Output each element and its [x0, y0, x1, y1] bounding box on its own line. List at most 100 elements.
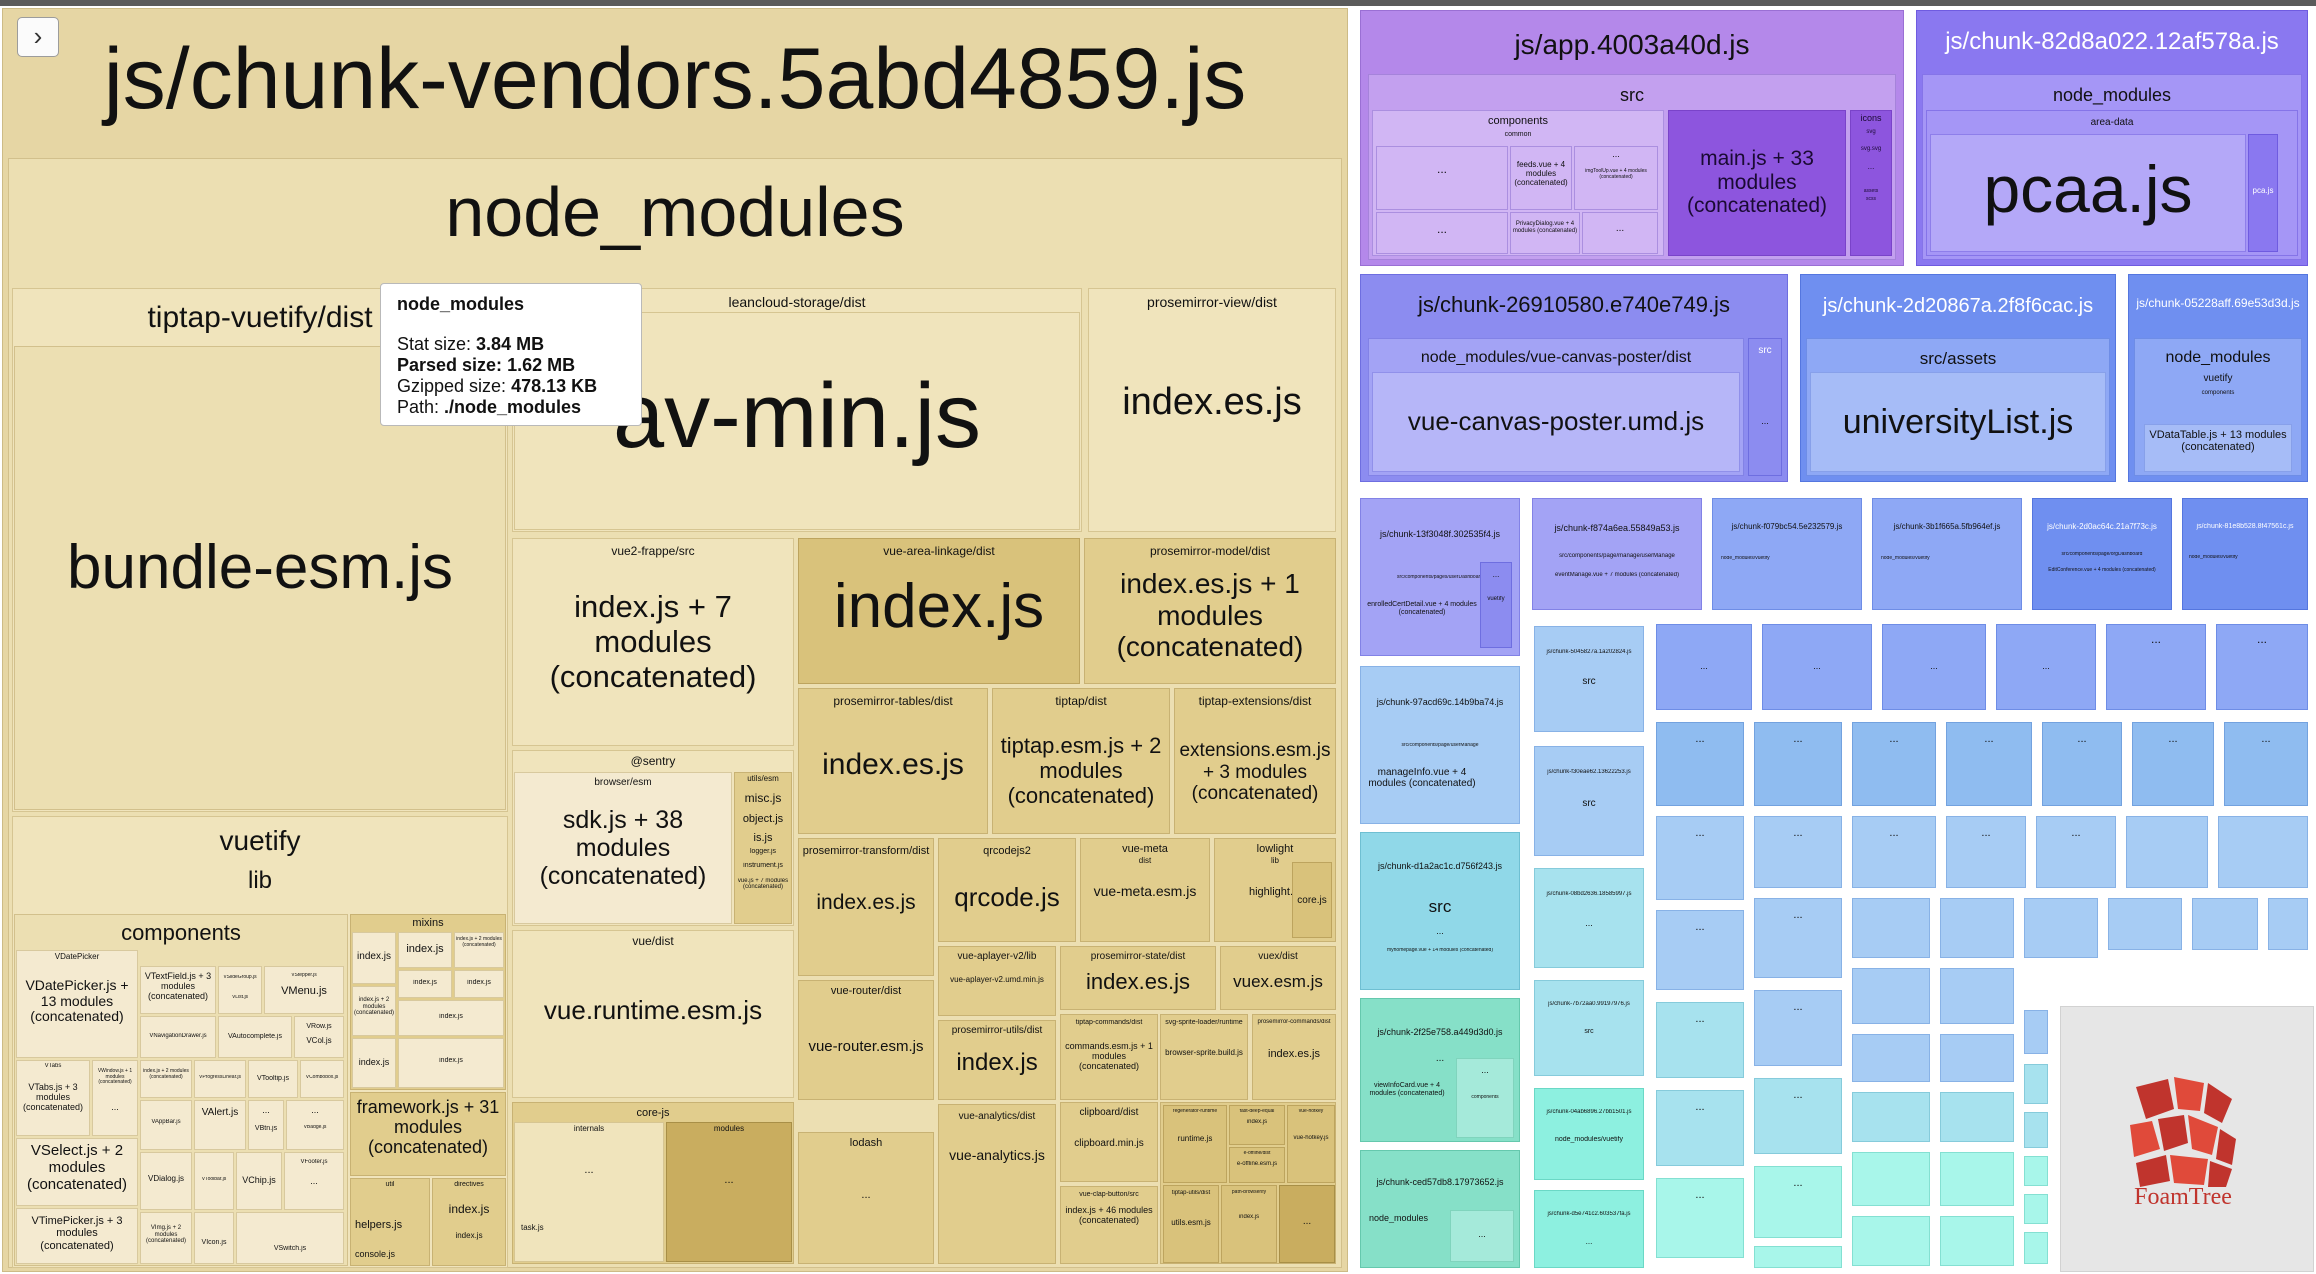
module-vtextfield[interactable]: VTextField.js + 3 modules (concatenated) — [140, 966, 216, 1014]
small-chunk-r7-3[interactable] — [1852, 1152, 1930, 1206]
chunk-ced57db8-inner[interactable]: ... — [1450, 1210, 1514, 1262]
group-icons[interactable]: icons svg svg.svg ... assets scss — [1850, 110, 1892, 256]
module-vwindow[interactable]: VWindow.js + 1 modules (concatenated)... — [92, 1060, 138, 1136]
module-vdatepicker[interactable]: VDatePicker VDatePicker.js + 13 modules … — [16, 950, 138, 1058]
module-vnavdrawer[interactable]: VNavigationDrawer.js — [140, 1016, 216, 1058]
group-utils-esm[interactable]: utils/esm misc.js object.js is.js logger… — [734, 772, 792, 924]
small-chunk-r3-4[interactable]: ... — [1946, 816, 2026, 888]
small-chunk-r3-2[interactable]: ... — [1754, 816, 1842, 888]
chunk-f079bc54[interactable]: js/chunk-f079bc54.5e232579.js node_modul… — [1712, 498, 1862, 610]
group-tiptap[interactable]: tiptap/dist tiptap.esm.js + 2 modules (c… — [992, 688, 1170, 834]
small-chunk-r7-5[interactable] — [2024, 1156, 2048, 1186]
small-chunk-r5-6[interactable] — [1852, 1034, 1930, 1082]
small-chunk-r4-5[interactable] — [2024, 898, 2098, 958]
small-chunk-r2-3[interactable]: ... — [1852, 722, 1936, 806]
sidebar-toggle-button[interactable]: › — [17, 17, 59, 57]
small-chunk-r2-1[interactable]: ... — [1656, 722, 1744, 806]
module-vcombobox[interactable]: VCombobox.js — [300, 1060, 344, 1098]
group-clipboard[interactable]: clipboard/dist clipboard.min.js — [1060, 1102, 1158, 1182]
group-prosemirror-commands[interactable]: prosemirror-commands/dist index.es.js — [1252, 1014, 1336, 1100]
module-vicon[interactable]: VIcon.js — [194, 1212, 234, 1264]
module-app-small-1[interactable]: ... — [1376, 146, 1508, 210]
group-qrcodejs2[interactable]: qrcodejs2 qrcode.js — [938, 838, 1076, 942]
small-chunk-r5-2[interactable]: ... — [1754, 990, 1842, 1066]
module-vbtn[interactable]: ...VBtn.js — [248, 1100, 284, 1150]
small-chunk-r7-2[interactable]: ... — [1754, 1166, 1842, 1238]
module-vchip[interactable]: VChip.js — [236, 1152, 282, 1210]
small-chunk-r3-6[interactable] — [2126, 816, 2208, 888]
small-chunk-r1-4[interactable]: ... — [1996, 624, 2096, 710]
small-chunk-r1-3[interactable]: ... — [1882, 624, 1986, 710]
module-vdialog[interactable]: VDialog.js — [140, 1152, 192, 1210]
module-vselect[interactable]: VSelect.js + 2 modules (concatenated) — [16, 1138, 138, 1206]
group-prosemirror-utils[interactable]: prosemirror-utils/dist index.js — [938, 1020, 1056, 1100]
module-vfooter[interactable]: VFooter.js... — [284, 1152, 344, 1210]
module-university-list[interactable]: universityList.js — [1810, 372, 2106, 472]
chunk-81e8b528[interactable]: js/chunk-81e8b528.8f47561c.js node_modul… — [2182, 498, 2308, 610]
module-mixin-index-7[interactable]: index.js — [398, 1000, 504, 1036]
module-mixin-index-5[interactable]: index.js — [454, 970, 504, 998]
small-chunk-r7-8[interactable] — [2024, 1194, 2048, 1224]
module-vappbar[interactable]: VAppBar.js — [140, 1100, 192, 1150]
small-chunk-r4-4[interactable] — [1940, 898, 2014, 958]
module-vtimepicker[interactable]: VTimePicker.js + 3 modules (concatenated… — [16, 1208, 138, 1264]
small-chunk-r1-5[interactable]: ... — [2106, 624, 2206, 710]
group-prosemirror-tables[interactable]: prosemirror-tables/dist index.es.js — [798, 688, 988, 834]
small-chunk-r2-4[interactable]: ... — [1946, 722, 2032, 806]
module-pcaa[interactable]: pcaa.js — [1930, 134, 2246, 252]
small-chunk-r4-7[interactable] — [2192, 898, 2258, 950]
chunk-5045827a[interactable]: js/chunk-5045827a.1a202824.js src — [1534, 626, 1644, 732]
small-chunk-r4-3[interactable] — [1852, 898, 1930, 958]
group-internals[interactable]: internals ... task.js — [514, 1122, 664, 1262]
small-chunk-r1-1[interactable]: ... — [1656, 624, 1752, 710]
small-chunk-r5-3[interactable] — [1852, 968, 1930, 1024]
group-svg-sprite[interactable]: svg-sprite-loader/runtime browser-sprite… — [1160, 1014, 1248, 1100]
small-chunk-r4-6[interactable] — [2108, 898, 2182, 950]
module-privacy[interactable]: PrivacyDialog.vue + 4 modules (concatena… — [1510, 212, 1580, 254]
small-chunk-r7-10[interactable] — [1754, 1246, 1842, 1268]
module-vautocomplete[interactable]: VAutocomplete.js — [218, 1016, 292, 1058]
small-chunk-r6-6[interactable] — [2024, 1112, 2048, 1148]
small-chunk-r7-1[interactable]: ... — [1656, 1178, 1744, 1258]
module-av-min[interactable]: av-min.js — [514, 312, 1080, 530]
chunk-f874a6ea[interactable]: js/chunk-f874a6ea.55849a53.js src/compon… — [1532, 498, 1702, 610]
group-util[interactable]: util helpers.js console.js — [350, 1178, 430, 1266]
group-lodash[interactable]: lodash ... — [798, 1132, 934, 1264]
chunk-d1a2ac1c[interactable]: js/chunk-d1a2ac1c.d756f243.js src ... my… — [1360, 832, 1520, 990]
small-chunk-r3-3[interactable]: ... — [1852, 816, 1936, 888]
small-chunk-r2-6[interactable]: ... — [2132, 722, 2214, 806]
chunk-7b72aa0[interactable]: js/chunk-7b72aa0.99197976.js src — [1534, 980, 1644, 1076]
module-mixin-index-9[interactable]: index.js — [398, 1038, 504, 1088]
module-vswitch[interactable]: VSwitch.js — [236, 1212, 344, 1264]
group-vue-dist[interactable]: vue/dist vue.runtime.esm.js — [512, 930, 794, 1098]
module-mixin-index[interactable]: index.js — [352, 932, 396, 984]
group-prosemirror-model[interactable]: prosemirror-model/dist index.es.js + 1 m… — [1084, 538, 1336, 684]
small-chunk-r6-3[interactable] — [1852, 1092, 1930, 1142]
module-index-2[interactable]: index.js + 2 modules (concatenated) — [140, 1060, 192, 1098]
module-mixin-index-8[interactable]: index.js — [352, 1038, 396, 1088]
chunk-2f25e758-components[interactable]: ...components — [1456, 1058, 1514, 1138]
group-vue2-frappe[interactable]: vue2-frappe/src index.js + 7 modules (co… — [512, 538, 794, 746]
small-chunk-r7-7[interactable] — [1940, 1216, 2014, 1266]
chunk-3b1f665a[interactable]: js/chunk-3b1f665a.5fb964ef.js node_modul… — [1872, 498, 2022, 610]
small-chunk-r5-4[interactable] — [1940, 968, 2014, 1024]
module-mixin-index-3[interactable]: index.js + 2 modules (concatenated) — [454, 932, 504, 968]
small-module[interactable]: ... — [1279, 1185, 1335, 1263]
module-app-small-2[interactable]: ... — [1376, 212, 1508, 254]
small-chunk-r3-5[interactable]: ... — [2036, 816, 2116, 888]
small-chunk-r1-2[interactable]: ... — [1762, 624, 1872, 710]
small-chunk-r5-1[interactable]: ... — [1656, 1002, 1744, 1078]
small-chunk-r1-6[interactable]: ... — [2216, 624, 2308, 710]
module-imgtool[interactable]: ...imgToolUp.vue + 4 modules (concatenat… — [1574, 146, 1658, 210]
small-chunk-r4-8[interactable] — [2268, 898, 2308, 950]
module-mixin-index-6[interactable]: index.js + 2 modules (concatenated) — [352, 986, 396, 1036]
module-vtooltip[interactable]: VTooltip.js — [248, 1060, 298, 1098]
module-vdatatable[interactable]: VDataTable.js + 13 modules (concatenated… — [2144, 424, 2292, 472]
module-valert[interactable]: VAlert.js — [194, 1100, 246, 1150]
